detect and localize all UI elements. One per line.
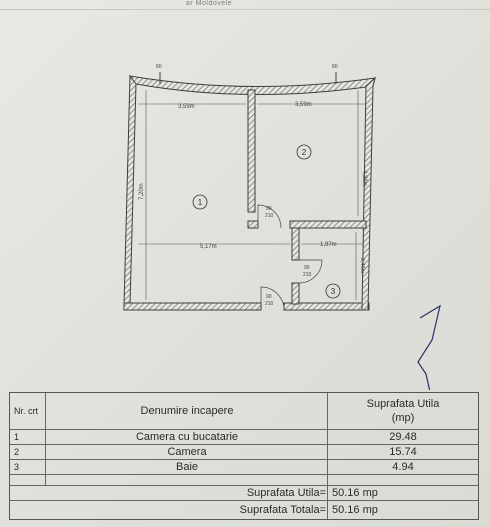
table-spacer-row [10,474,478,486]
total-total-label: Suprafata Totala= [239,503,326,516]
window-mark-left: 80 [156,64,162,70]
row-1-area: 29.48 [389,430,417,443]
dim-right-height: 4,38m [361,170,367,187]
outer-walls [123,74,376,311]
door-1-width: 90 [266,206,272,212]
window-mark-right: 80 [332,64,338,70]
dim-middle-width: 5,17m [200,244,217,250]
table-row: 1 Camera cu bucatarie 29.48 [10,429,478,445]
room-2-number: 2 [302,148,307,157]
page-fold-line [0,9,490,10]
door-3-height: 210 [265,301,274,307]
row-3-nr: 3 [14,461,20,472]
row-3-area: 4.94 [392,460,414,473]
total-util-value: 50.16 mp [332,486,378,499]
total-util-row: Suprafata Utila= 50.16 mp [10,485,478,501]
header-text: ar Moldovele [186,0,233,7]
table-divider [327,393,328,519]
row-3-name: Baie [175,460,199,473]
row-2-name: Camera [167,445,207,458]
dimension-lines [138,90,366,300]
room-1-number: 1 [198,198,203,207]
floor-plan: 80 80 3,59m 3,59m 7,20m 4,38m 5,17m 1,97… [123,64,441,390]
table-row: 3 Baie 4.94 [10,459,478,475]
room-3-number: 3 [331,287,336,296]
area-table: Nr. crt Denumire incapere Suprafata Util… [9,392,479,520]
door-swings [257,204,323,311]
row-2-nr: 2 [14,446,20,457]
door-3-width: 90 [266,294,272,300]
dim-bath-height: 2,46m [359,258,365,274]
signature-mark [417,304,441,390]
total-total-value: 50.16 mp [332,503,378,516]
row-1-nr: 1 [14,431,20,442]
row-1-name: Camera cu bucatarie [135,430,239,443]
total-util-label: Suprafata Utila= [246,486,326,499]
dim-bath-width: 1,97m [320,242,337,248]
table-row: 2 Camera 15.74 [10,444,478,460]
dim-left-height: 7,20m [139,183,145,200]
window-markers [159,72,337,84]
col-area-header: Suprafata Utila (mp) [366,398,440,424]
room-markers [192,144,341,299]
door-2-height: 210 [303,272,312,278]
door-1-height: 210 [265,213,274,219]
table-divider [45,393,46,485]
dim-top-right: 3,59m [295,102,312,108]
total-total-row: Suprafata Totala= 50.16 mp [10,500,478,519]
interior-walls [247,89,367,305]
row-2-area: 15.74 [389,445,417,458]
col-nr-header: Nr. crt [14,405,38,416]
col-name-header: Denumire incapere [140,405,234,417]
table-header-row: Nr. crt Denumire incapere Suprafata Util… [10,393,478,430]
door-2-width: 90 [304,265,310,271]
dim-top-left: 3,59m [178,104,195,110]
